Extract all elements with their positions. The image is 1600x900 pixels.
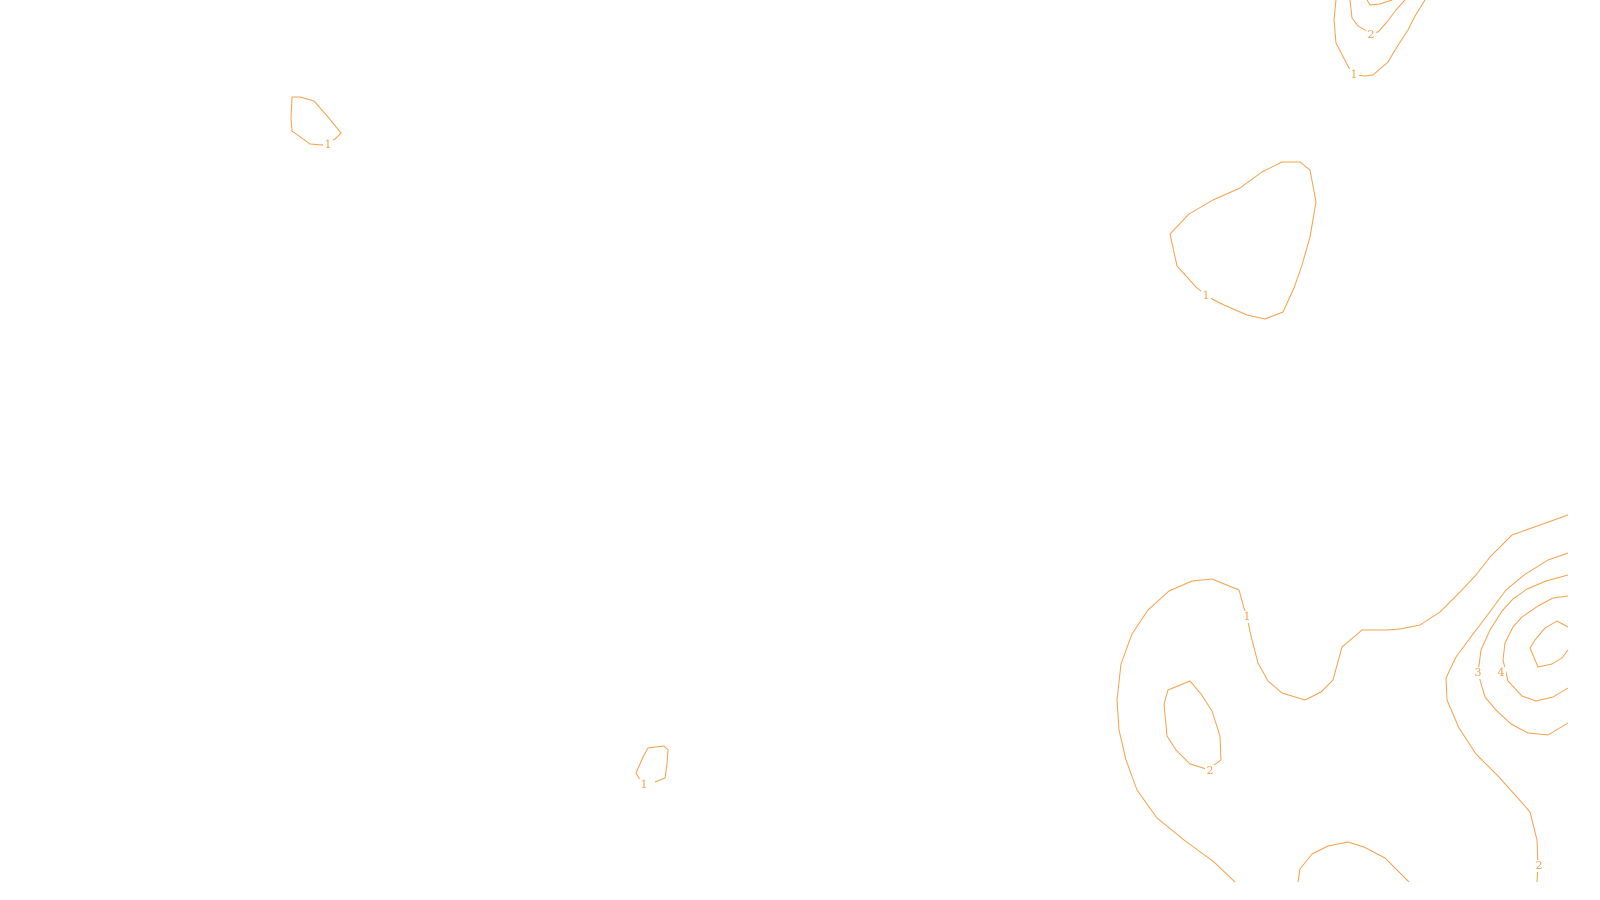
contour-line-level-2 [1445,552,1569,883]
contour-label-background [1534,860,1544,872]
contour-line-level-3 [1477,574,1569,736]
contour-label-background [323,139,333,151]
contour-line-level-1 [1297,841,1410,883]
contour-label: 1 [641,778,648,791]
contour-label-background [1201,290,1211,302]
contour-label: 1 [1244,610,1251,623]
contour-label: 1 [1203,289,1210,302]
contour-labels: 1 1 1 2 1 1 2 2 3 4 [323,28,1544,872]
contour-label: 1 [1351,68,1358,81]
contour-label: 2 [1207,764,1214,777]
contour-label-background [639,779,649,791]
contour-line-level-1 [290,96,342,146]
contour-label: 4 [1498,666,1505,679]
contour-label-background [1496,667,1506,679]
contour-label-background [1242,611,1252,623]
contour-line-level-2 [1163,680,1222,771]
contour-label: 3 [1475,666,1482,679]
contour-lines [290,0,1569,883]
contour-line-level-1 [635,745,669,785]
contour-line-level-4 [1502,595,1569,702]
contour-line-level-1 [1333,0,1426,77]
contour-label: 2 [1368,28,1375,41]
contour-line-level-1 [1169,161,1317,320]
contour-line-level-1 [1116,514,1569,883]
contour-label-background [1205,765,1215,777]
contour-label: 1 [325,138,332,151]
contour-label-background [1366,29,1376,41]
contour-label-background [1349,69,1359,81]
contour-line-level-4 [1529,620,1569,668]
contour-line-level-1 [1366,0,1393,6]
contour-label-background [1473,667,1483,679]
contour-label: 2 [1536,859,1543,872]
